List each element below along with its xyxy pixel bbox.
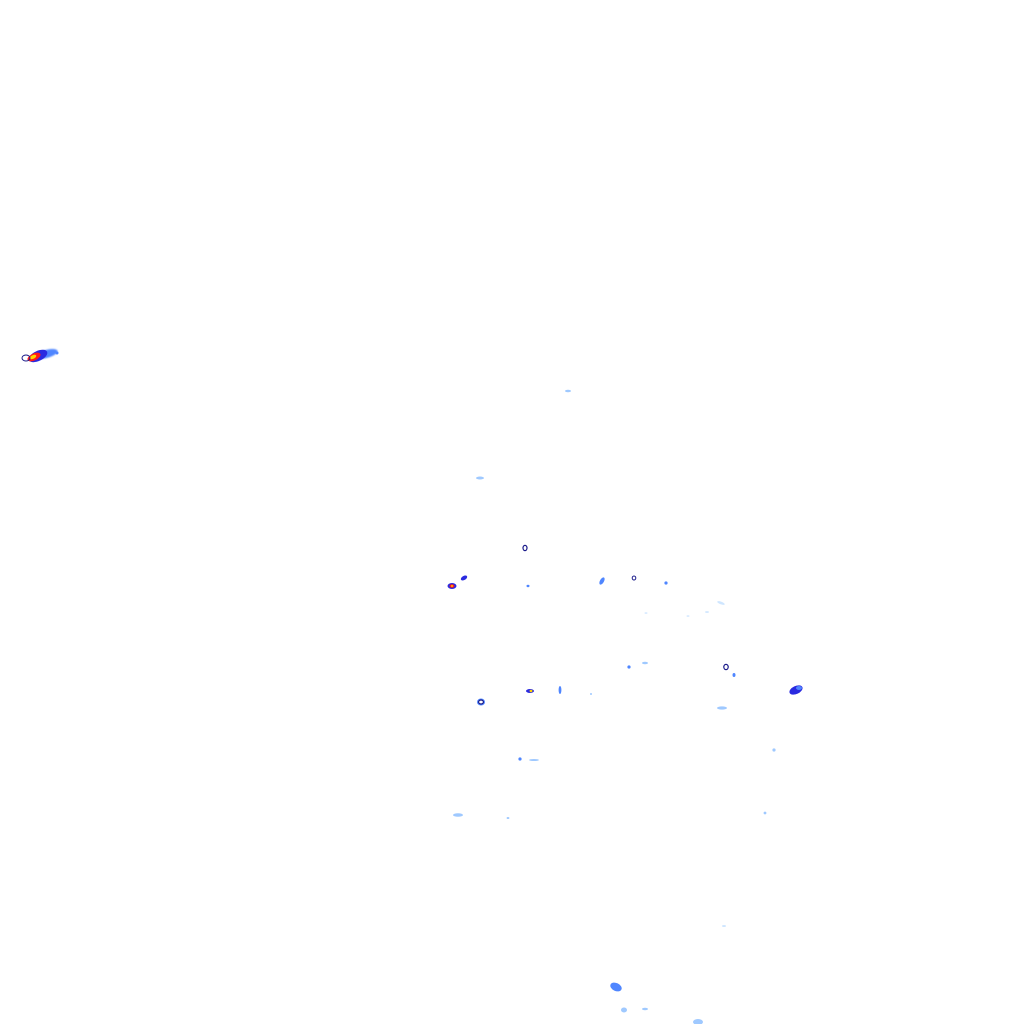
storm-cell-west (21, 349, 59, 363)
light-echo-group (453, 389, 776, 1013)
moderate-cell-group (447, 575, 803, 1024)
cell-ring-group (477, 544, 729, 706)
